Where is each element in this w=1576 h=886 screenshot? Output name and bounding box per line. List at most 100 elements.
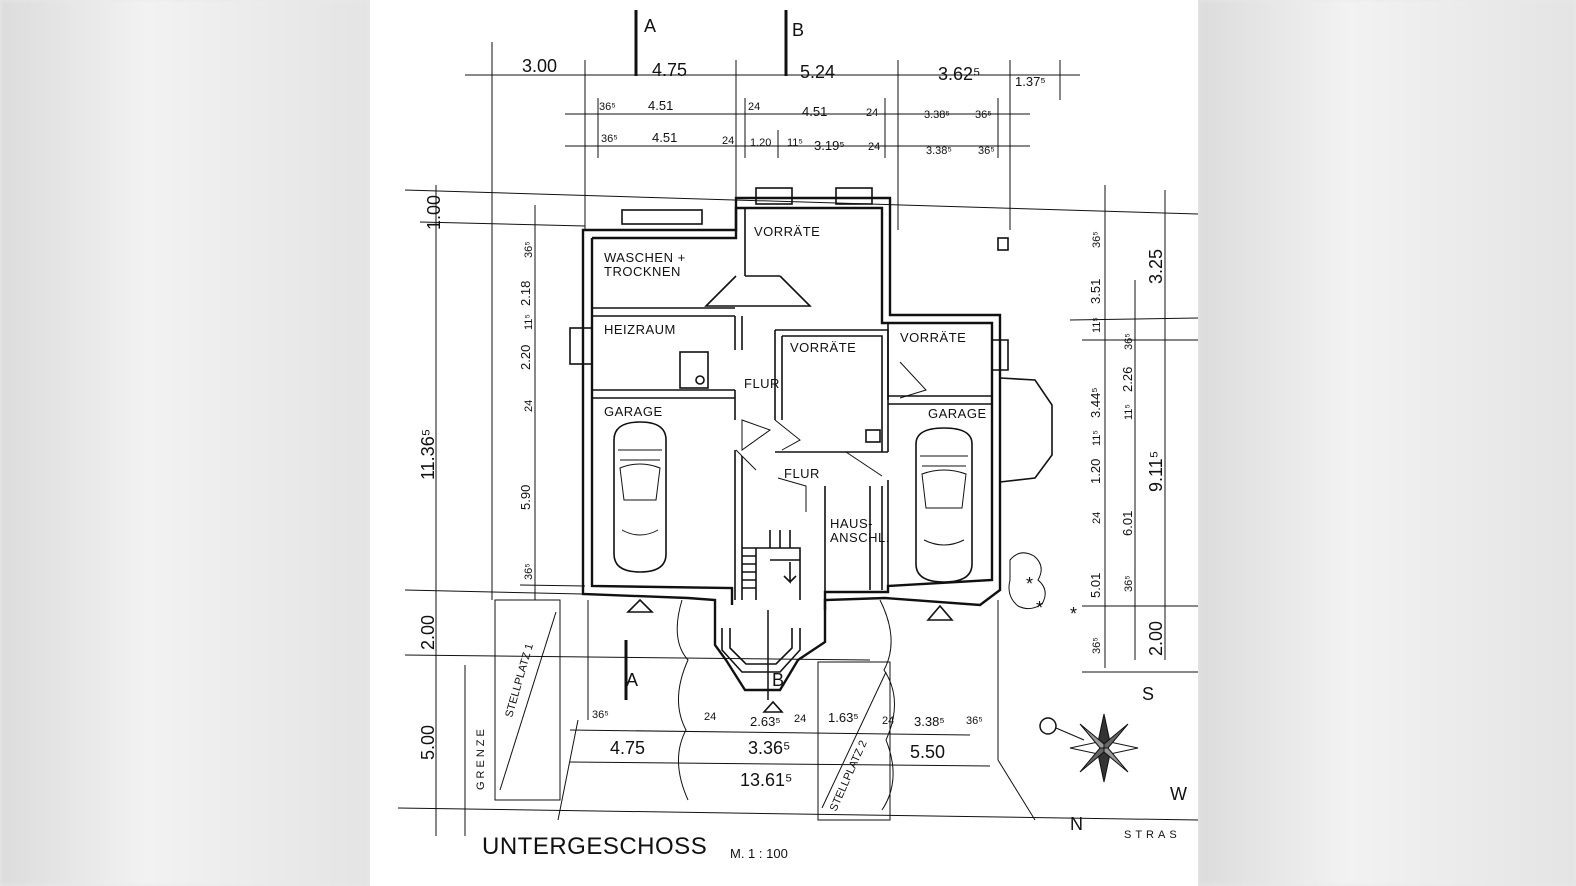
room-flur-1: FLUR bbox=[744, 376, 780, 391]
dim-rm-2: 2.26 bbox=[1120, 367, 1135, 392]
entry-arrows bbox=[626, 598, 954, 713]
label-stellplatz-1: STELLPLATZ 1 bbox=[503, 642, 536, 719]
section-a-top: A bbox=[644, 16, 656, 36]
dim-r3-2: 4.51 bbox=[652, 130, 677, 145]
room-garage-right: GARAGE bbox=[928, 406, 987, 421]
shrub-mark-1: * bbox=[1026, 574, 1033, 594]
dim-ri-7: 24 bbox=[1091, 512, 1103, 524]
room-flur-2: FLUR bbox=[784, 466, 820, 481]
label-grenze: GRENZE bbox=[475, 726, 487, 790]
dim-top-2: 4.75 bbox=[652, 60, 687, 80]
dim-ri-8: 5.01 bbox=[1088, 573, 1103, 598]
dim-r2-3: 24 bbox=[748, 101, 760, 113]
room-vorraete-right: VORRÄTE bbox=[900, 330, 966, 345]
bottom-dimension-labels: 36⁵ 24 2.63⁵ 24 1.63⁵ 24 3.38⁵ 36⁵ 4.75 … bbox=[592, 709, 983, 790]
dim-r3-4: 1.20 bbox=[750, 137, 771, 149]
section-a-bottom: A bbox=[626, 670, 638, 690]
car-left bbox=[613, 421, 667, 573]
dim-b1-6: 24 bbox=[882, 715, 894, 727]
dim-r2-5: 24 bbox=[866, 107, 878, 119]
dim-li-5: 24 bbox=[523, 400, 535, 412]
dim-top-3: 5.24 bbox=[800, 62, 835, 82]
right-dimension-lines bbox=[1069, 185, 1198, 673]
dim-b2-2: 3.36⁵ bbox=[748, 738, 791, 758]
dim-li-4: 2.20 bbox=[518, 345, 533, 370]
compass-rose bbox=[1039, 713, 1139, 783]
dim-ri-4: 3.44⁵ bbox=[1088, 387, 1103, 418]
room-vorraete-top: VORRÄTE bbox=[754, 224, 820, 239]
left-dimension-labels: 1.00 11.36⁵ 2.00 5.00 36⁵ 2.18 11⁵ 2.20 … bbox=[418, 195, 535, 760]
section-markers: A B A B bbox=[624, 10, 804, 700]
dim-b1-8: 36⁵ bbox=[966, 715, 983, 727]
dim-r3-6: 3.19⁵ bbox=[814, 138, 845, 153]
floor-plan-sheet: A B A B 3.00 4.75 5.24 3.62⁵ 1.37⁵ 36⁵ 4… bbox=[370, 0, 1198, 886]
drawing-scale: M. 1 : 100 bbox=[730, 846, 788, 861]
dim-ri-9: 36⁵ bbox=[1091, 637, 1103, 654]
dim-b2-3: 5.50 bbox=[910, 742, 945, 762]
dim-r2-4: 4.51 bbox=[802, 104, 827, 119]
dim-ro-3: 2.00 bbox=[1146, 621, 1166, 656]
building-walls bbox=[569, 187, 1053, 692]
section-b-top: B bbox=[792, 20, 804, 40]
shrubs: * * * bbox=[1008, 552, 1077, 624]
dim-ri-3: 11⁵ bbox=[1091, 317, 1103, 333]
dim-r2-7: 36⁵ bbox=[975, 109, 992, 121]
dim-li-2: 2.18 bbox=[518, 281, 533, 306]
room-hausanschl-1: HAUS- bbox=[830, 516, 873, 531]
shrub-mark-3: * bbox=[1070, 604, 1077, 624]
dim-rm-1: 36⁵ bbox=[1123, 333, 1135, 350]
dim-left-3: 2.00 bbox=[418, 615, 438, 650]
label-stellplatz-2: STELLPLATZ 2 bbox=[828, 739, 870, 814]
left-dimension-lines bbox=[397, 185, 1198, 836]
dim-top-5: 1.37⁵ bbox=[1015, 74, 1046, 89]
dim-li-7: 36⁵ bbox=[523, 563, 535, 580]
room-heizraum: HEIZRAUM bbox=[604, 322, 676, 337]
dim-ro-1: 3.25 bbox=[1146, 249, 1166, 284]
dim-ri-2: 3.51 bbox=[1088, 279, 1103, 304]
blurred-background-left bbox=[0, 0, 370, 886]
door-swings bbox=[735, 361, 927, 512]
dim-b1-3: 2.63⁵ bbox=[750, 714, 781, 729]
dim-r3-8: 3.38⁵ bbox=[926, 145, 952, 157]
dim-rm-3: 11⁵ bbox=[1123, 404, 1135, 420]
right-dimension-labels: 36⁵ 3.51 11⁵ 3.44⁵ 11⁵ 1.20 24 5.01 36⁵ … bbox=[1088, 231, 1166, 656]
room-vorraete-mid: VORRÄTE bbox=[790, 340, 856, 355]
dim-rm-4: 6.01 bbox=[1120, 511, 1135, 536]
dim-b1-1: 36⁵ bbox=[592, 709, 609, 721]
section-b-bottom: B bbox=[772, 670, 784, 690]
dim-top-1: 3.00 bbox=[522, 56, 557, 76]
dim-ro-2: 9.11⁵ bbox=[1146, 451, 1166, 492]
dim-r2-1: 36⁵ bbox=[599, 101, 616, 113]
dim-rm-5: 36⁵ bbox=[1123, 575, 1135, 592]
dim-ri-6: 1.20 bbox=[1088, 459, 1103, 484]
dim-r2-2: 4.51 bbox=[648, 98, 673, 113]
dim-r3-9: 36⁵ bbox=[978, 145, 995, 157]
dim-top-4: 3.62⁵ bbox=[938, 64, 981, 84]
top-dimension-labels: 3.00 4.75 5.24 3.62⁵ 1.37⁵ 36⁵ 4.51 24 4… bbox=[522, 56, 1046, 157]
dim-r2-6: 3.38⁵ bbox=[924, 109, 950, 121]
shrub-mark-2: * bbox=[1036, 598, 1043, 618]
dim-b2-1: 4.75 bbox=[610, 738, 645, 758]
dim-li-3: 11⁵ bbox=[523, 314, 535, 330]
top-dimension-lines bbox=[465, 42, 1080, 230]
dim-b1-5: 1.63⁵ bbox=[828, 710, 859, 725]
car-right bbox=[915, 427, 973, 583]
dim-left-4: 5.00 bbox=[418, 725, 438, 760]
blurred-background-right bbox=[1198, 0, 1576, 886]
dim-left-1: 1.00 bbox=[424, 195, 444, 230]
dim-r3-7: 24 bbox=[868, 141, 880, 153]
dim-ri-1: 36⁵ bbox=[1091, 231, 1103, 248]
room-labels: WASCHEN + TROCKNEN VORRÄTE HEIZRAUM FLUR… bbox=[475, 224, 1181, 841]
dim-left-2: 11.36⁵ bbox=[418, 429, 438, 480]
dim-li-6: 5.90 bbox=[518, 485, 533, 510]
room-waschen-2: TROCKNEN bbox=[604, 264, 681, 279]
floor-plan-drawing: A B A B 3.00 4.75 5.24 3.62⁵ 1.37⁵ 36⁵ 4… bbox=[397, 10, 1198, 861]
dim-r3-5: 11⁵ bbox=[787, 137, 803, 149]
label-strasse: STRAS bbox=[1124, 829, 1181, 841]
dim-b3-1: 13.61⁵ bbox=[740, 770, 793, 790]
dim-li-1: 36⁵ bbox=[523, 241, 535, 258]
dim-r3-1: 36⁵ bbox=[601, 133, 618, 145]
room-garage-left: GARAGE bbox=[604, 404, 663, 419]
compass-n: N bbox=[1070, 814, 1083, 834]
drawing-title: UNTERGESCHOSS bbox=[482, 833, 707, 860]
